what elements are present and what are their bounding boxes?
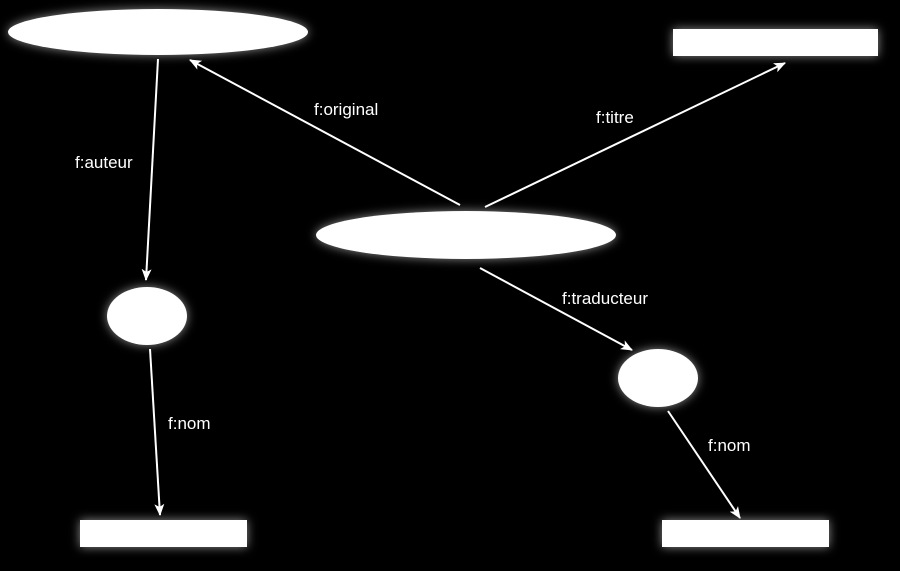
node-translation[interactable] bbox=[316, 211, 616, 259]
edge-label-titre: f:titre bbox=[596, 108, 634, 127]
edge-label-original: f:original bbox=[314, 100, 378, 119]
edge-nom-author-arrow bbox=[149, 348, 165, 516]
edge-auteur-arrow bbox=[141, 58, 159, 281]
node-translator-name-literal[interactable] bbox=[662, 520, 829, 547]
node-author[interactable] bbox=[107, 287, 187, 345]
edge-nom-translator-arrow bbox=[667, 410, 741, 519]
edge-label-nom-author: f:nom bbox=[168, 414, 211, 433]
edge-original-arrow bbox=[189, 59, 461, 206]
edge-label-traducteur: f:traducteur bbox=[562, 289, 648, 308]
node-author-name-literal[interactable] bbox=[80, 520, 247, 547]
edge-label-auteur: f:auteur bbox=[75, 153, 133, 172]
edge-titre-arrow bbox=[484, 62, 786, 208]
node-translator[interactable] bbox=[618, 349, 698, 407]
edge-label-nom-translator: f:nom bbox=[708, 436, 751, 455]
node-original-work[interactable] bbox=[8, 9, 308, 55]
node-title-literal[interactable] bbox=[673, 29, 878, 56]
edge-traducteur-arrow bbox=[479, 267, 633, 351]
